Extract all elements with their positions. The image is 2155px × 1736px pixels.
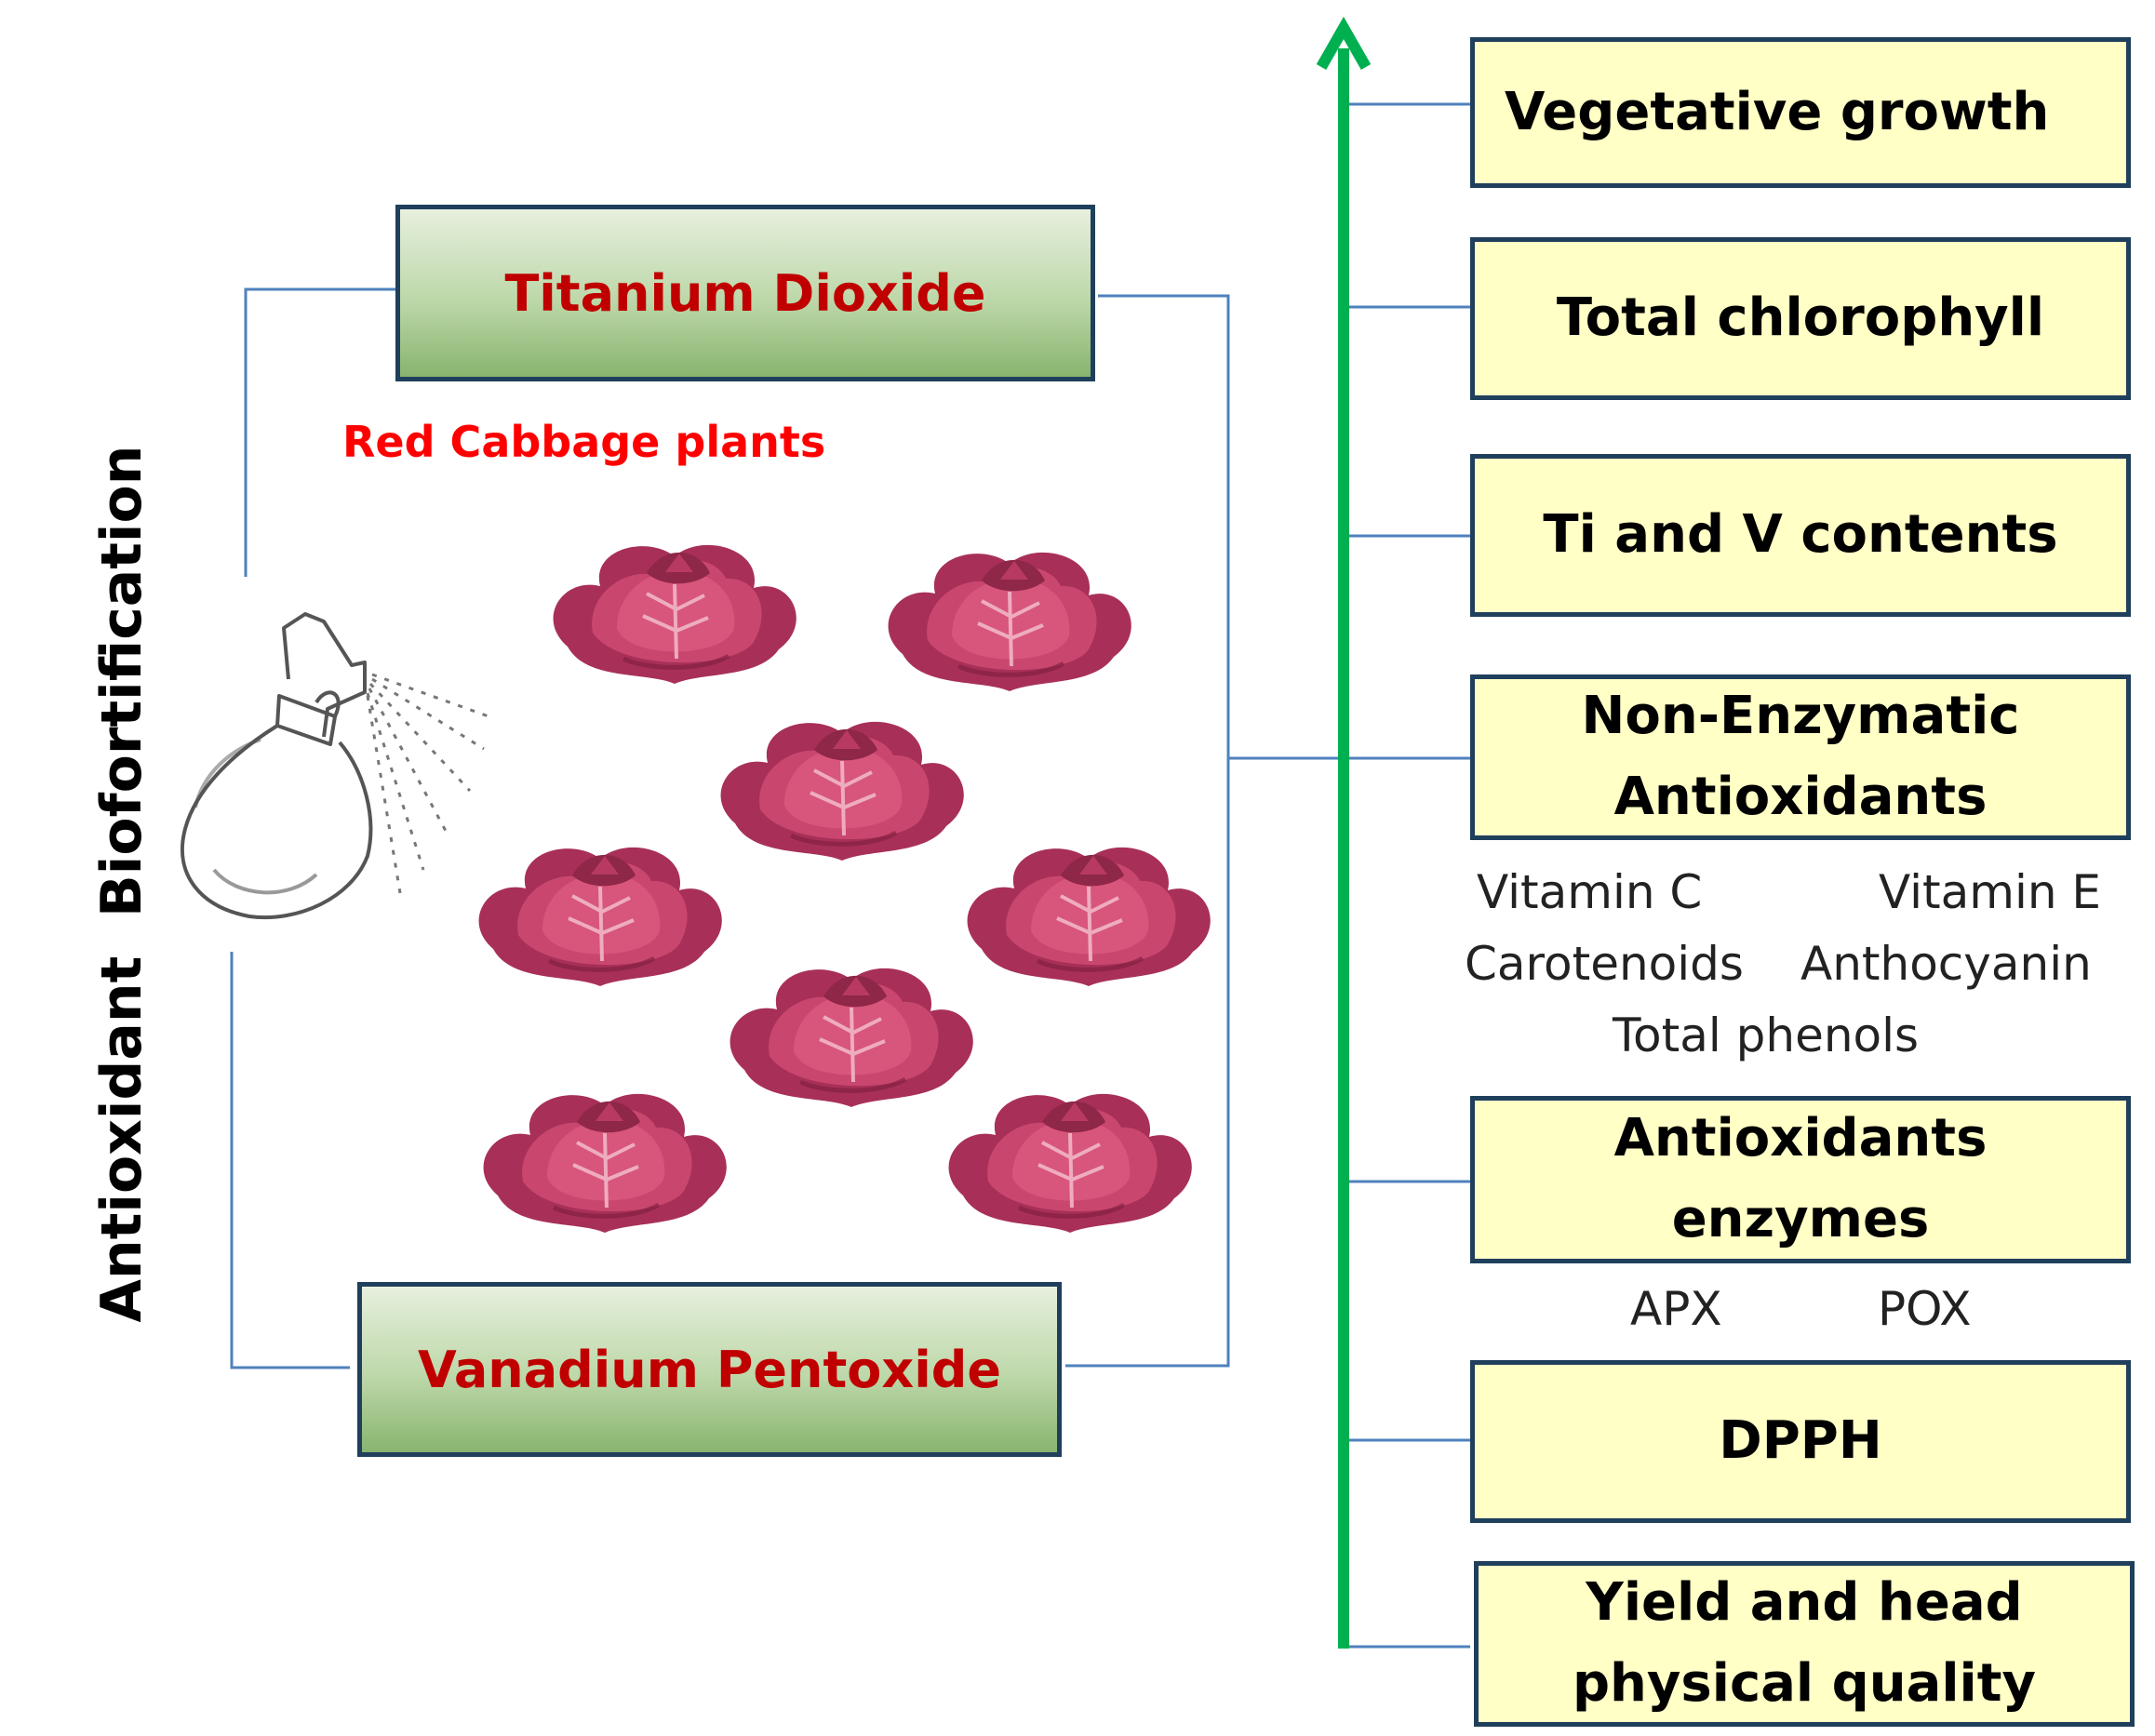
- side-title: Antioxidant Biofortification: [89, 445, 154, 1323]
- spray-bottle-icon: [180, 612, 373, 920]
- outcome-label: Vegetative growth: [1505, 81, 2050, 142]
- right-bracket: [1065, 294, 1230, 1368]
- sub-item-vitamin-e: Vitamin E: [1879, 865, 2102, 919]
- sub-item-carotenoids: Carotenoids: [1465, 937, 1744, 991]
- outcome-box-dpph: DPPH: [1470, 1360, 2131, 1523]
- outcome-box-vegetative-growth: Vegetative growth: [1470, 37, 2131, 188]
- spray-mist: [366, 673, 489, 894]
- outcome-box-total-chlorophyll: Total chlorophyll: [1470, 237, 2131, 400]
- outcome-box-yield-quality: Yield and head physical quality: [1474, 1561, 2135, 1727]
- sub-item-total-phenols: Total phenols: [1613, 1008, 1920, 1062]
- vanadium-pentoxide-box: Vanadium Pentoxide: [357, 1282, 1062, 1457]
- vanadium-pentoxide-label: Vanadium Pentoxide: [417, 1340, 1001, 1399]
- outcome-label: Ti and V contents: [1543, 504, 2058, 566]
- outcome-label: Non-Enzymatic Antioxidants: [1581, 686, 2020, 827]
- outcome-label: Total chlorophyll: [1556, 287, 2045, 349]
- titanium-dioxide-box: Titanium Dioxide: [395, 205, 1095, 381]
- red-cabbage-icon: [479, 545, 1211, 1233]
- sub-item-apx: APX: [1630, 1282, 1722, 1336]
- left-bracket-top: [244, 287, 395, 577]
- increase-arrow-head: [1316, 16, 1372, 70]
- outcome-label: Antioxidants enzymes: [1613, 1108, 1988, 1249]
- red-cabbage-plants-label: Red Cabbage plants: [342, 417, 826, 467]
- sub-item-pox: POX: [1878, 1282, 1972, 1336]
- sub-item-vitamin-c: Vitamin C: [1477, 865, 1703, 919]
- outcome-label: Yield and head physical quality: [1572, 1572, 2037, 1714]
- sub-item-anthocyanin: Anthocyanin: [1800, 937, 2092, 991]
- titanium-dioxide-label: Titanium Dioxide: [504, 263, 986, 323]
- outcome-box-ti-v-contents: Ti and V contents: [1470, 454, 2131, 617]
- outcome-box-non-enzymatic-antioxidants: Non-Enzymatic Antioxidants: [1470, 674, 2131, 840]
- left-bracket-bottom: [230, 952, 350, 1369]
- outcome-box-antioxidants-enzymes: Antioxidants enzymes: [1470, 1096, 2131, 1263]
- outcome-label: DPPH: [1719, 1410, 1882, 1472]
